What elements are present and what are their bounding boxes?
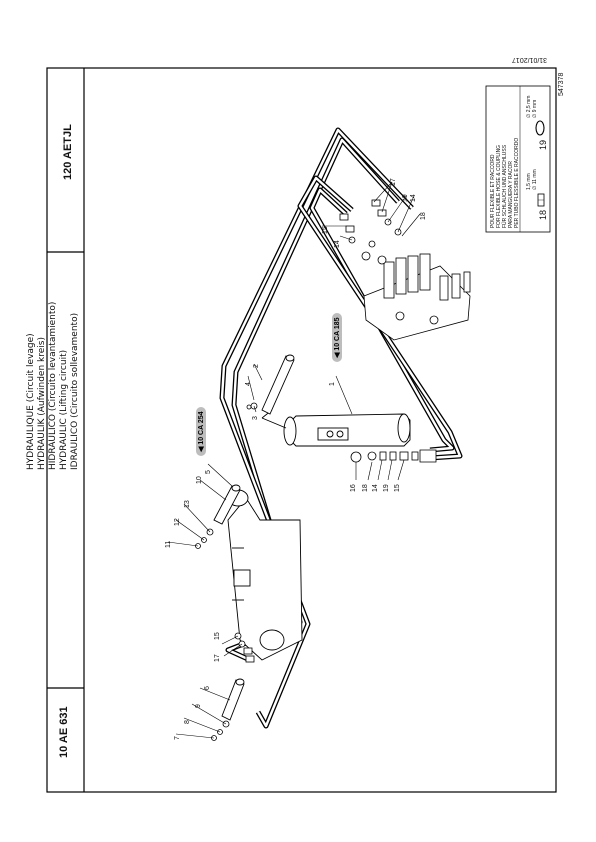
small-parts-7-8-9 [211, 720, 230, 741]
header-line-it: IDRAULICO (Circuito sollevamento) [70, 312, 80, 470]
header-line-fr: HYDRAULIQUE (Circuit levage) [26, 333, 36, 470]
part-2: 2 [253, 364, 260, 368]
header-line-es: HIDRAULICO (Circuito levantamiento) [48, 301, 58, 470]
part-3: 3 [252, 416, 259, 420]
part-18-valve: 18 [420, 212, 427, 220]
part-12: 12 [174, 518, 181, 526]
doc-ref-label: 10 AE 631 [58, 706, 70, 758]
header-line-en: HYDRAULIC (Lifting circuit) [59, 349, 69, 470]
valve-fittings [339, 199, 402, 265]
header-lines: HYDRAULIQUE (Circuit levage) HYDRAULIK (… [26, 302, 81, 470]
legend-text: POUR FLEXIBLE ET RACCORD FOR FLEXIBLE HO… [490, 138, 520, 228]
leader-lines [167, 181, 421, 739]
callout-ref-5: 10 CA 254 [198, 411, 205, 445]
model-label: 120 AETJL [62, 124, 74, 180]
triangle-arrow-icon: ◀ [198, 444, 205, 452]
header-line-de: HYDRAULIK (Aufwinden kreis) [37, 337, 47, 470]
part-8: 8 [184, 720, 191, 724]
part-14-valve: 14 [334, 240, 341, 248]
lifting-cylinder-1 [261, 409, 411, 447]
callout-cylinder-5: ◀ 10 CA 254 [196, 407, 206, 456]
part-11: 11 [165, 540, 172, 548]
part-5: 5 [205, 470, 212, 474]
legend-item-19-dim2: ∅ 9 mm [532, 99, 538, 118]
pin-6 [221, 678, 245, 721]
drawing-number: 547378 [558, 72, 565, 96]
part-19-valve: 19 [402, 194, 409, 202]
part-15-valve: 15 [322, 226, 329, 234]
pin-2 [261, 354, 295, 415]
callout-cylinder-1: ◀ 10 CA 185 [332, 313, 342, 362]
part-9: 9 [195, 704, 202, 708]
part-16: 16 [350, 484, 357, 492]
o-ring-19-icon [535, 120, 545, 136]
legend-box [485, 85, 551, 233]
valve-block [363, 253, 471, 341]
part-17-cyl5: 17 [214, 654, 221, 662]
part-17-valve: 17 [390, 178, 397, 186]
part-6: 6 [204, 686, 211, 690]
washer-screw-3-4 [246, 402, 258, 410]
drawing-frame [46, 67, 557, 793]
part-13: 13 [184, 500, 191, 508]
part-18-cyl1: 18 [362, 484, 369, 492]
part-15-cyl5: 15 [214, 632, 221, 640]
triangle-arrow-icon: ◀ [334, 350, 341, 358]
part-19-cyl1: 19 [383, 484, 390, 492]
legend-item-18-dim2: ∅ 11 mm [532, 169, 538, 190]
part-15-cyl1: 15 [394, 484, 401, 492]
part-14-valve-b: 14 [410, 194, 417, 202]
part-1: 1 [329, 382, 336, 386]
callout-ref-1: 10 CA 185 [334, 317, 341, 351]
legend-item-19: 19 [538, 139, 548, 150]
part-10: 10 [196, 476, 203, 484]
small-parts-11-12-13 [195, 528, 214, 549]
part-7: 7 [174, 736, 181, 740]
part-14-cyl1: 14 [372, 484, 379, 492]
pin-10 [213, 484, 241, 525]
lifting-cylinder-5 [227, 489, 303, 661]
date-label: 31/01/2017 [512, 56, 548, 63]
cylinder-1-fittings [350, 449, 437, 463]
part-4: 4 [245, 382, 252, 386]
legend-item-18: 18 [538, 209, 548, 220]
seal-18-icon [537, 193, 545, 207]
legend-line-5: PER TUBO FLESSIBILE E RACCORDO [514, 137, 520, 228]
